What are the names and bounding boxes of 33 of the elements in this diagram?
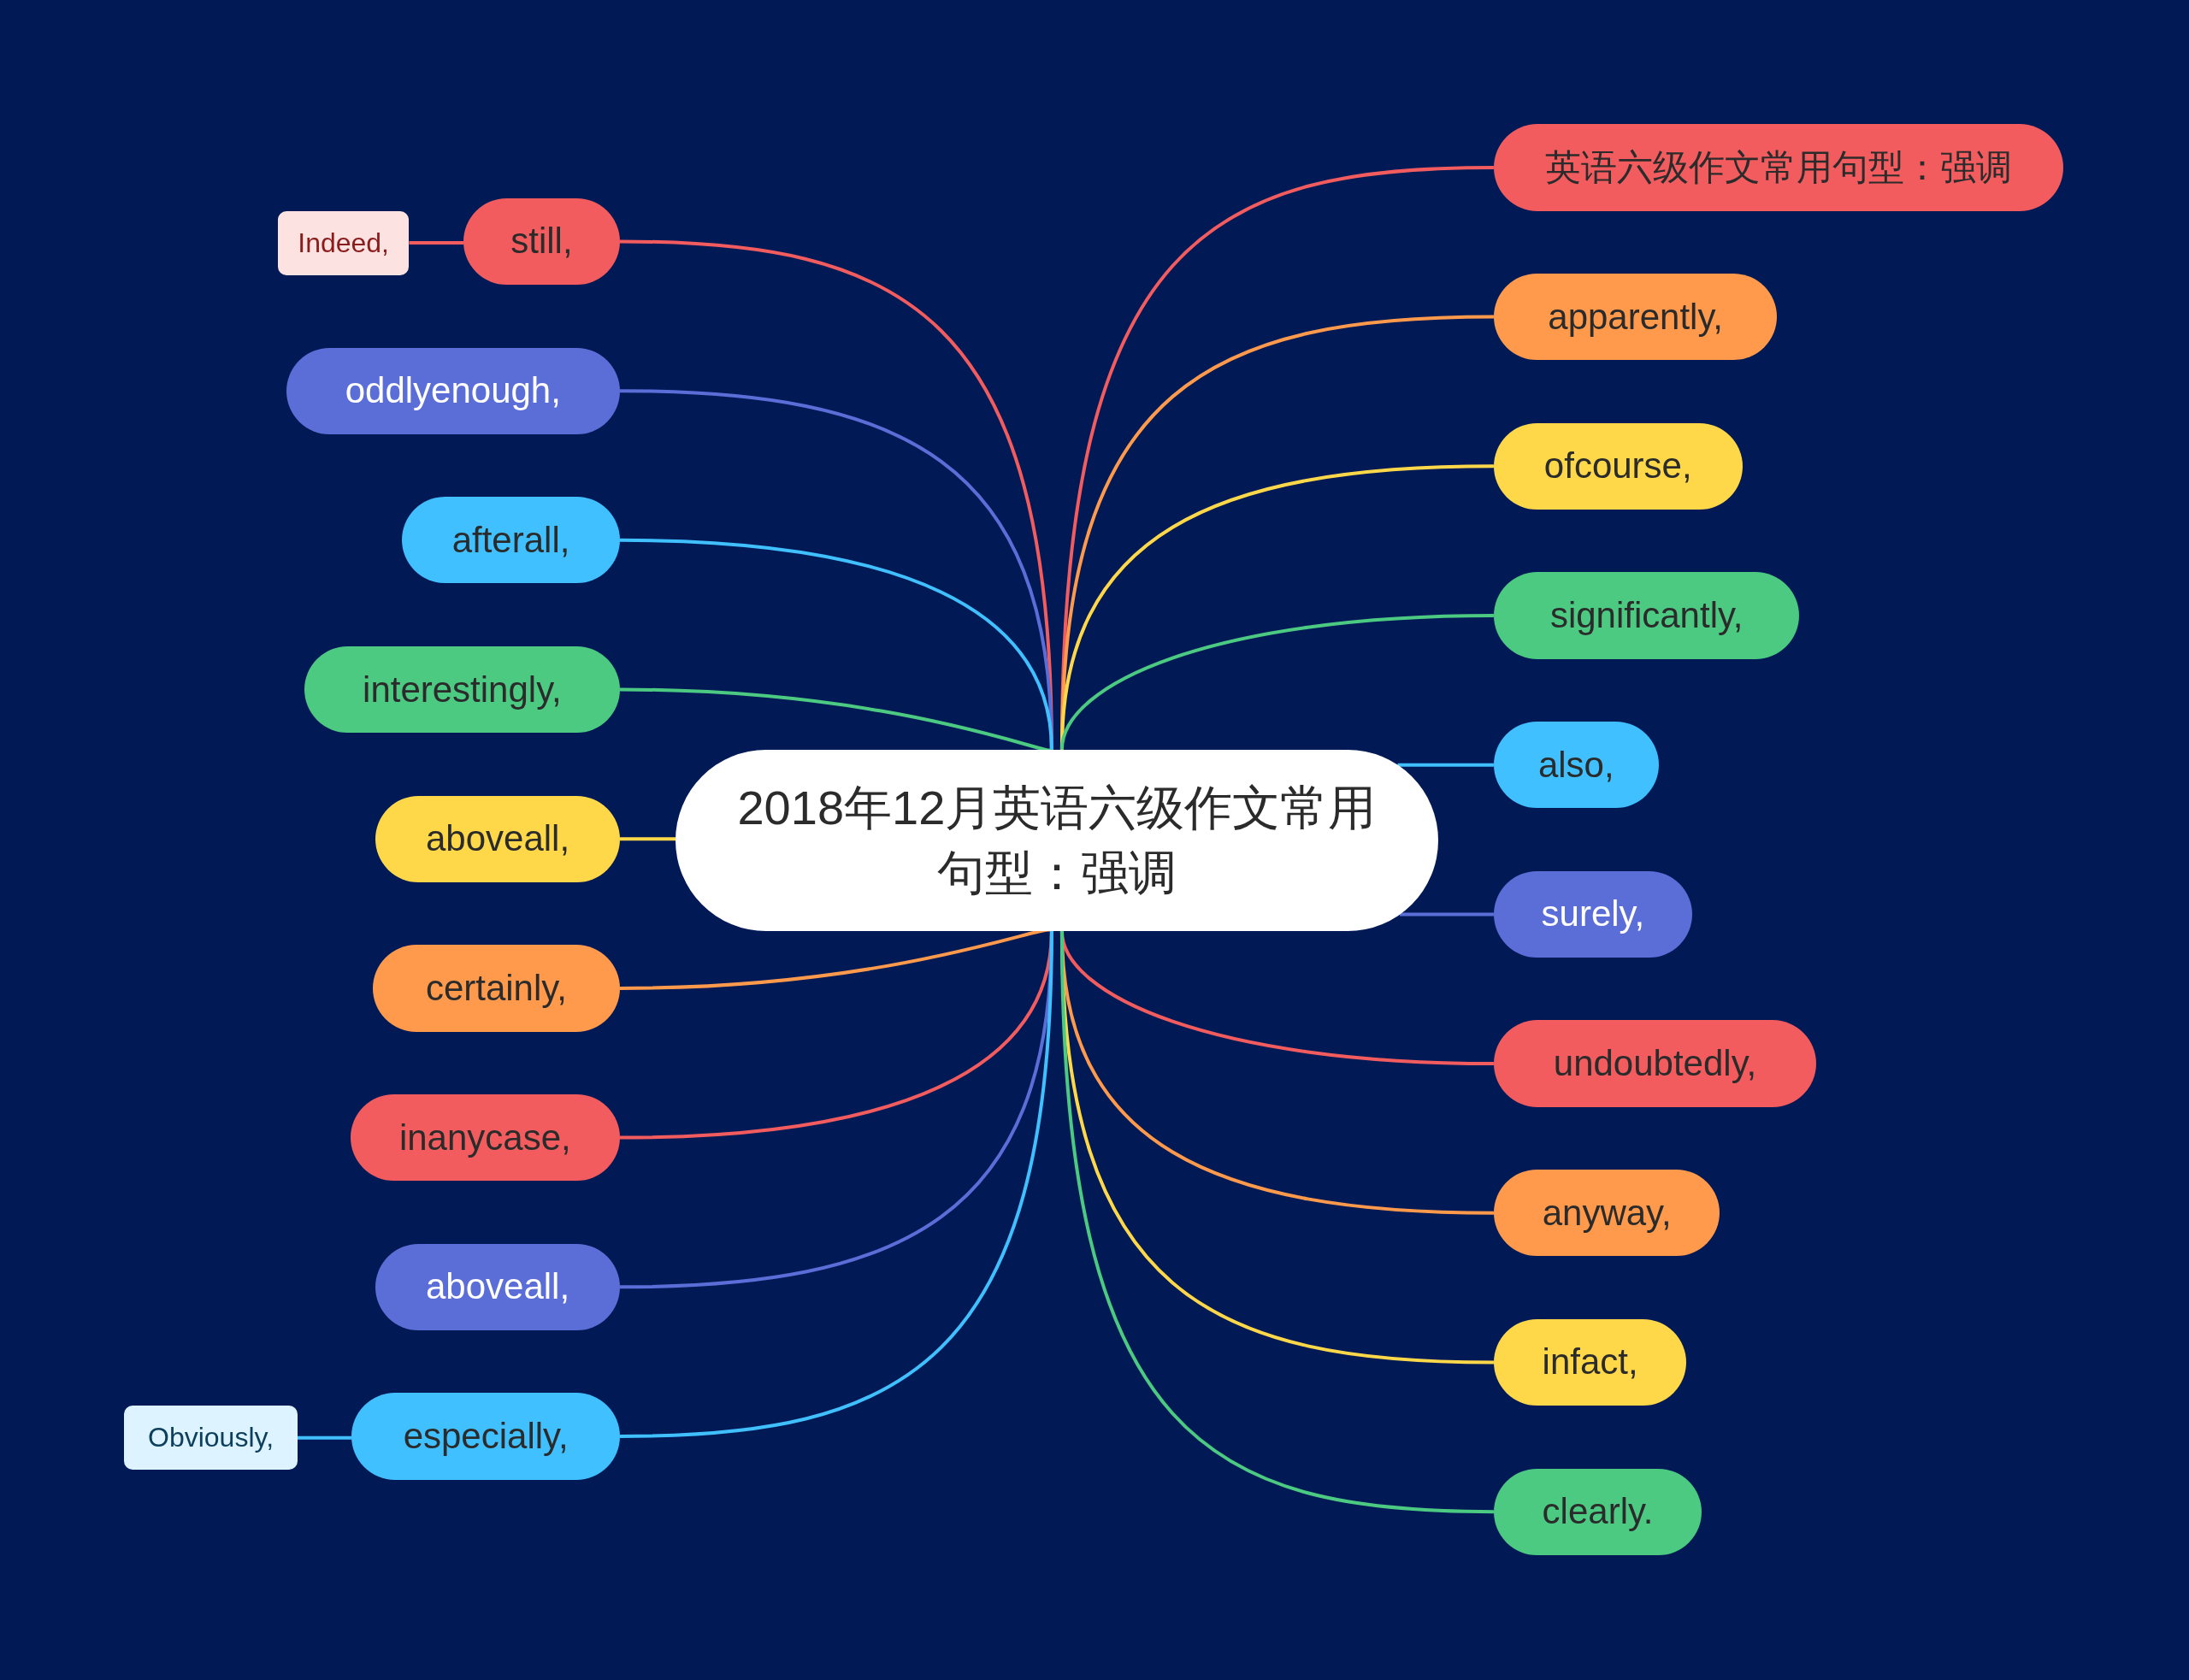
branch-line xyxy=(619,538,1053,750)
branch-line xyxy=(1397,763,1494,767)
node-text: inanycase, xyxy=(398,1117,571,1158)
node-text: aboveall, xyxy=(425,818,570,860)
branch-line xyxy=(1059,614,1494,751)
branch-line xyxy=(619,837,676,841)
node-text: interestingly, xyxy=(363,669,562,710)
node-text: undoubtedly, xyxy=(1553,1043,1757,1085)
branch-line xyxy=(1399,912,1494,917)
node-text: surely, xyxy=(1541,893,1645,935)
node-text: clearly. xyxy=(1542,1491,1654,1533)
node-text: still, xyxy=(510,221,573,262)
node-text: ofcourse, xyxy=(1543,445,1692,487)
node-text: apparently, xyxy=(1548,296,1723,338)
node-text: 2018年12月英语六级作文常用句型：强调 xyxy=(736,780,1378,901)
node-text: infact, xyxy=(1542,1341,1638,1383)
branch-line xyxy=(1059,930,1494,1514)
branch-line xyxy=(297,1435,352,1440)
sub-topic-node xyxy=(277,210,410,275)
branch-line xyxy=(619,930,1053,1438)
node-text: significantly, xyxy=(1549,595,1744,636)
node-text: Indeed, xyxy=(298,227,389,259)
node-text: afterall, xyxy=(451,519,570,561)
sub-topic-node xyxy=(124,1406,298,1471)
node-text: oddlyenough, xyxy=(345,370,561,412)
node-text: aboveall, xyxy=(425,1266,570,1308)
node-text: also, xyxy=(1537,744,1614,786)
node-text: Obviously, xyxy=(148,1422,274,1454)
node-text: anyway, xyxy=(1542,1192,1672,1234)
node-text: 英语六级作文常用句型：强调 xyxy=(1545,145,2012,189)
node-text: certainly, xyxy=(425,967,567,1009)
node-text: especially, xyxy=(403,1416,569,1457)
branch-line xyxy=(409,241,464,245)
